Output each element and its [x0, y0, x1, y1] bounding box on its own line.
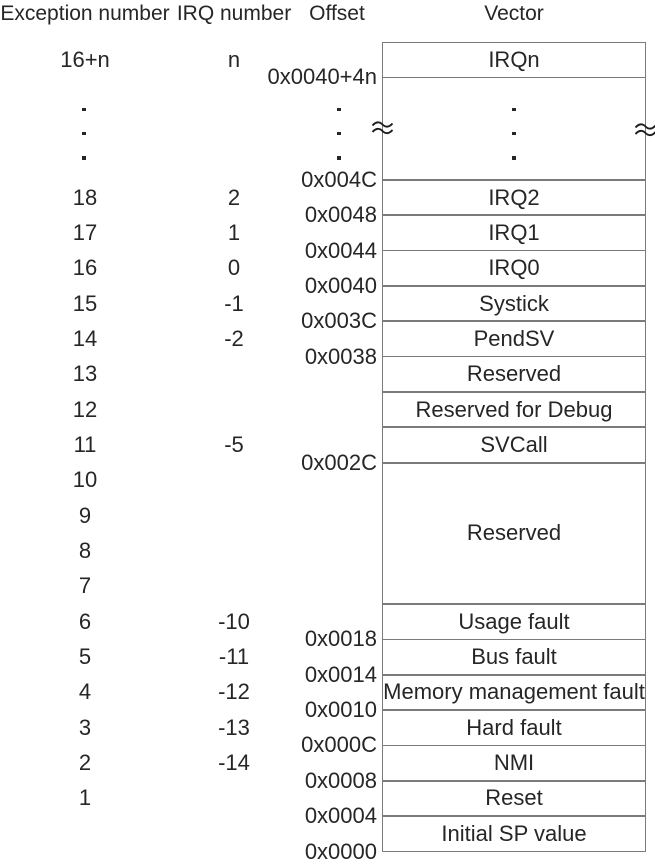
offset-label: 0x0000 [304, 838, 377, 864]
row-divider-line [382, 391, 646, 393]
vector-label: Reserved [466, 520, 562, 546]
exception-number-label: 8 [78, 538, 92, 564]
offset-label: 0x0044 [304, 237, 377, 263]
vector-label: Reset [485, 785, 543, 811]
offset-column-ellipsis-dot [337, 131, 341, 136]
exception-column-ellipsis-dot [82, 156, 86, 160]
vector-label: NMI [493, 750, 535, 776]
exception-number-label: 11 [73, 431, 97, 457]
exception-column-ellipsis-dot [82, 107, 86, 112]
vector-column-ellipsis-dot [512, 107, 516, 112]
exception-number-label: 7 [78, 573, 92, 599]
offset-column-ellipsis-dot [337, 156, 341, 160]
exception-number-label: 9 [78, 502, 92, 528]
offset-label: 0x0038 [304, 343, 377, 369]
exception-number-label: 4 [78, 679, 92, 705]
exception-number-label: 2 [78, 750, 92, 776]
exception-number-label: 10 [72, 467, 98, 493]
exception-number-label: 12 [72, 396, 98, 422]
offset-label: 0x0040+4n [267, 64, 378, 90]
row-divider-line [382, 249, 646, 252]
irq-number-label: -1 [224, 290, 244, 316]
exception-number-label: 18 [72, 184, 98, 210]
irq-number-label: -12 [218, 679, 250, 705]
column-header-offset: Offset [309, 2, 365, 25]
row-divider-line [382, 709, 646, 711]
row-divider-line [382, 76, 646, 79]
vector-column-ellipsis-dot [512, 131, 516, 136]
exception-number-label: 16 [72, 255, 98, 281]
offset-label: 0x0004 [304, 803, 377, 829]
row-divider-line [382, 285, 646, 287]
irq-number-label: -11 [218, 644, 250, 670]
vector-label: PendSV [473, 325, 555, 351]
row-divider-line [382, 744, 646, 747]
vector-label: IRQn [488, 46, 540, 72]
irq-number-label: 0 [227, 255, 241, 281]
offset-label: 0x000C [301, 732, 377, 758]
offset-label: 0x004C [301, 166, 377, 192]
offset-label: 0x002C [301, 449, 377, 475]
column-header-vector: Vector [484, 2, 544, 25]
vector-label: Reserved for Debug [415, 396, 613, 422]
exception-number-label: 14 [72, 325, 98, 351]
exception-column-ellipsis-dot [82, 131, 86, 136]
column-header-irq-number: IRQ number [176, 2, 292, 25]
offset-label: 0x0040 [304, 272, 377, 298]
irq-number-label: -10 [218, 608, 250, 634]
row-divider-line [382, 461, 646, 464]
break-mark-right-icon [634, 121, 655, 139]
offset-label: 0x0008 [304, 767, 377, 793]
offset-label: 0x0014 [304, 661, 377, 687]
vector-label: Initial SP value [441, 820, 587, 846]
irq-number-label: 2 [227, 184, 241, 210]
row-divider-line [382, 320, 646, 323]
offset-label: 0x0018 [304, 626, 377, 652]
offset-label: 0x0010 [304, 697, 377, 723]
vector-label: SVCall [480, 431, 548, 457]
exception-number-label: 6 [78, 608, 92, 634]
break-mark-left-icon [371, 119, 394, 137]
exception-number-label: 15 [72, 290, 98, 316]
offset-label: 0x003C [301, 308, 377, 334]
vector-table-box [382, 42, 646, 852]
column-header-exception-number: Exception number [0, 2, 170, 25]
exception-number-label: 16+n [60, 46, 110, 72]
offset-column-ellipsis-dot [337, 107, 341, 112]
row-divider-line [382, 426, 646, 429]
vector-label: IRQ0 [488, 255, 540, 281]
row-divider-line [382, 603, 646, 605]
vector-label: Usage fault [458, 608, 570, 634]
vector-label: Systick [479, 290, 549, 316]
irq-number-label: n [227, 46, 241, 72]
exception-number-label: 13 [72, 361, 98, 387]
vector-label: Hard fault [466, 714, 562, 740]
row-divider-line [382, 779, 646, 782]
irq-number-label: -13 [218, 714, 250, 740]
irq-number-label: 1 [227, 219, 241, 245]
exception-number-label: 17 [72, 219, 98, 245]
vector-column-ellipsis-dot [512, 156, 516, 160]
row-divider-line [382, 638, 646, 641]
irq-number-label: -5 [224, 431, 244, 457]
vector-label: Bus fault [471, 644, 557, 670]
irq-number-label: -14 [218, 750, 250, 776]
offset-label: 0x0048 [304, 202, 377, 228]
row-divider-line [382, 673, 646, 676]
exception-number-label: 5 [78, 644, 92, 670]
vector-label: Memory management fault [383, 679, 645, 705]
vector-label: IRQ2 [488, 184, 540, 210]
irq-number-label: -2 [224, 325, 244, 351]
row-divider-line [382, 815, 646, 817]
vector-label: IRQ1 [488, 219, 540, 245]
vector-label: Reserved [466, 361, 562, 387]
exception-number-label: 1 [78, 785, 92, 811]
row-divider-line [382, 214, 646, 217]
row-divider-line [382, 179, 646, 181]
row-divider-line [382, 355, 646, 358]
exception-number-label: 3 [78, 714, 92, 740]
